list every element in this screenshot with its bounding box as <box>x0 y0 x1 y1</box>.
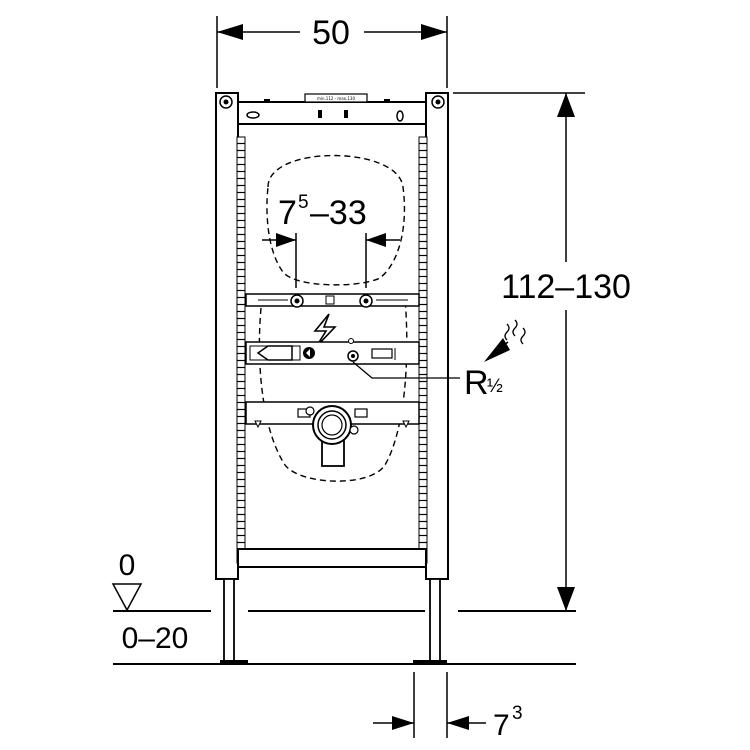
fixing-spacing-dimension: 7 5 –33 <box>262 192 400 288</box>
fixing-spacing-rest: –33 <box>310 194 367 232</box>
top-rail: min.112 - max.130 <box>237 93 427 125</box>
offset-dimension: 7 3 <box>373 672 523 742</box>
frame-uprights <box>215 92 449 580</box>
water-supply-arrow-icon <box>484 338 510 362</box>
bottom-rail <box>220 548 447 665</box>
offset-base: 7 <box>493 709 510 742</box>
floor-level-triangle-icon <box>111 583 143 612</box>
floor-range-label: 0–20 <box>122 622 189 655</box>
offset-exp: 3 <box>512 703 523 724</box>
fixing-spacing-exp: 5 <box>298 192 309 213</box>
water-connection-callout: R ½ <box>352 319 526 402</box>
thread-size: ½ <box>487 376 503 397</box>
valve-bar <box>245 338 420 365</box>
width-label: 50 <box>312 14 350 52</box>
floor-lines: 0 0–20 <box>111 549 576 665</box>
height-dimension: 112–130 <box>453 92 631 611</box>
drain-pipe-icon <box>305 405 359 467</box>
plate-label: min.112 - max.130 <box>317 96 356 101</box>
height-label: 112–130 <box>501 268 631 306</box>
floor-zero-label: 0 <box>119 549 136 582</box>
thread-letter: R <box>464 364 489 402</box>
fixing-spacing-base: 7 <box>278 194 297 232</box>
urinal-outline <box>258 154 408 482</box>
upper-mounting-bar <box>245 293 420 308</box>
width-dimension: 50 <box>216 14 448 88</box>
